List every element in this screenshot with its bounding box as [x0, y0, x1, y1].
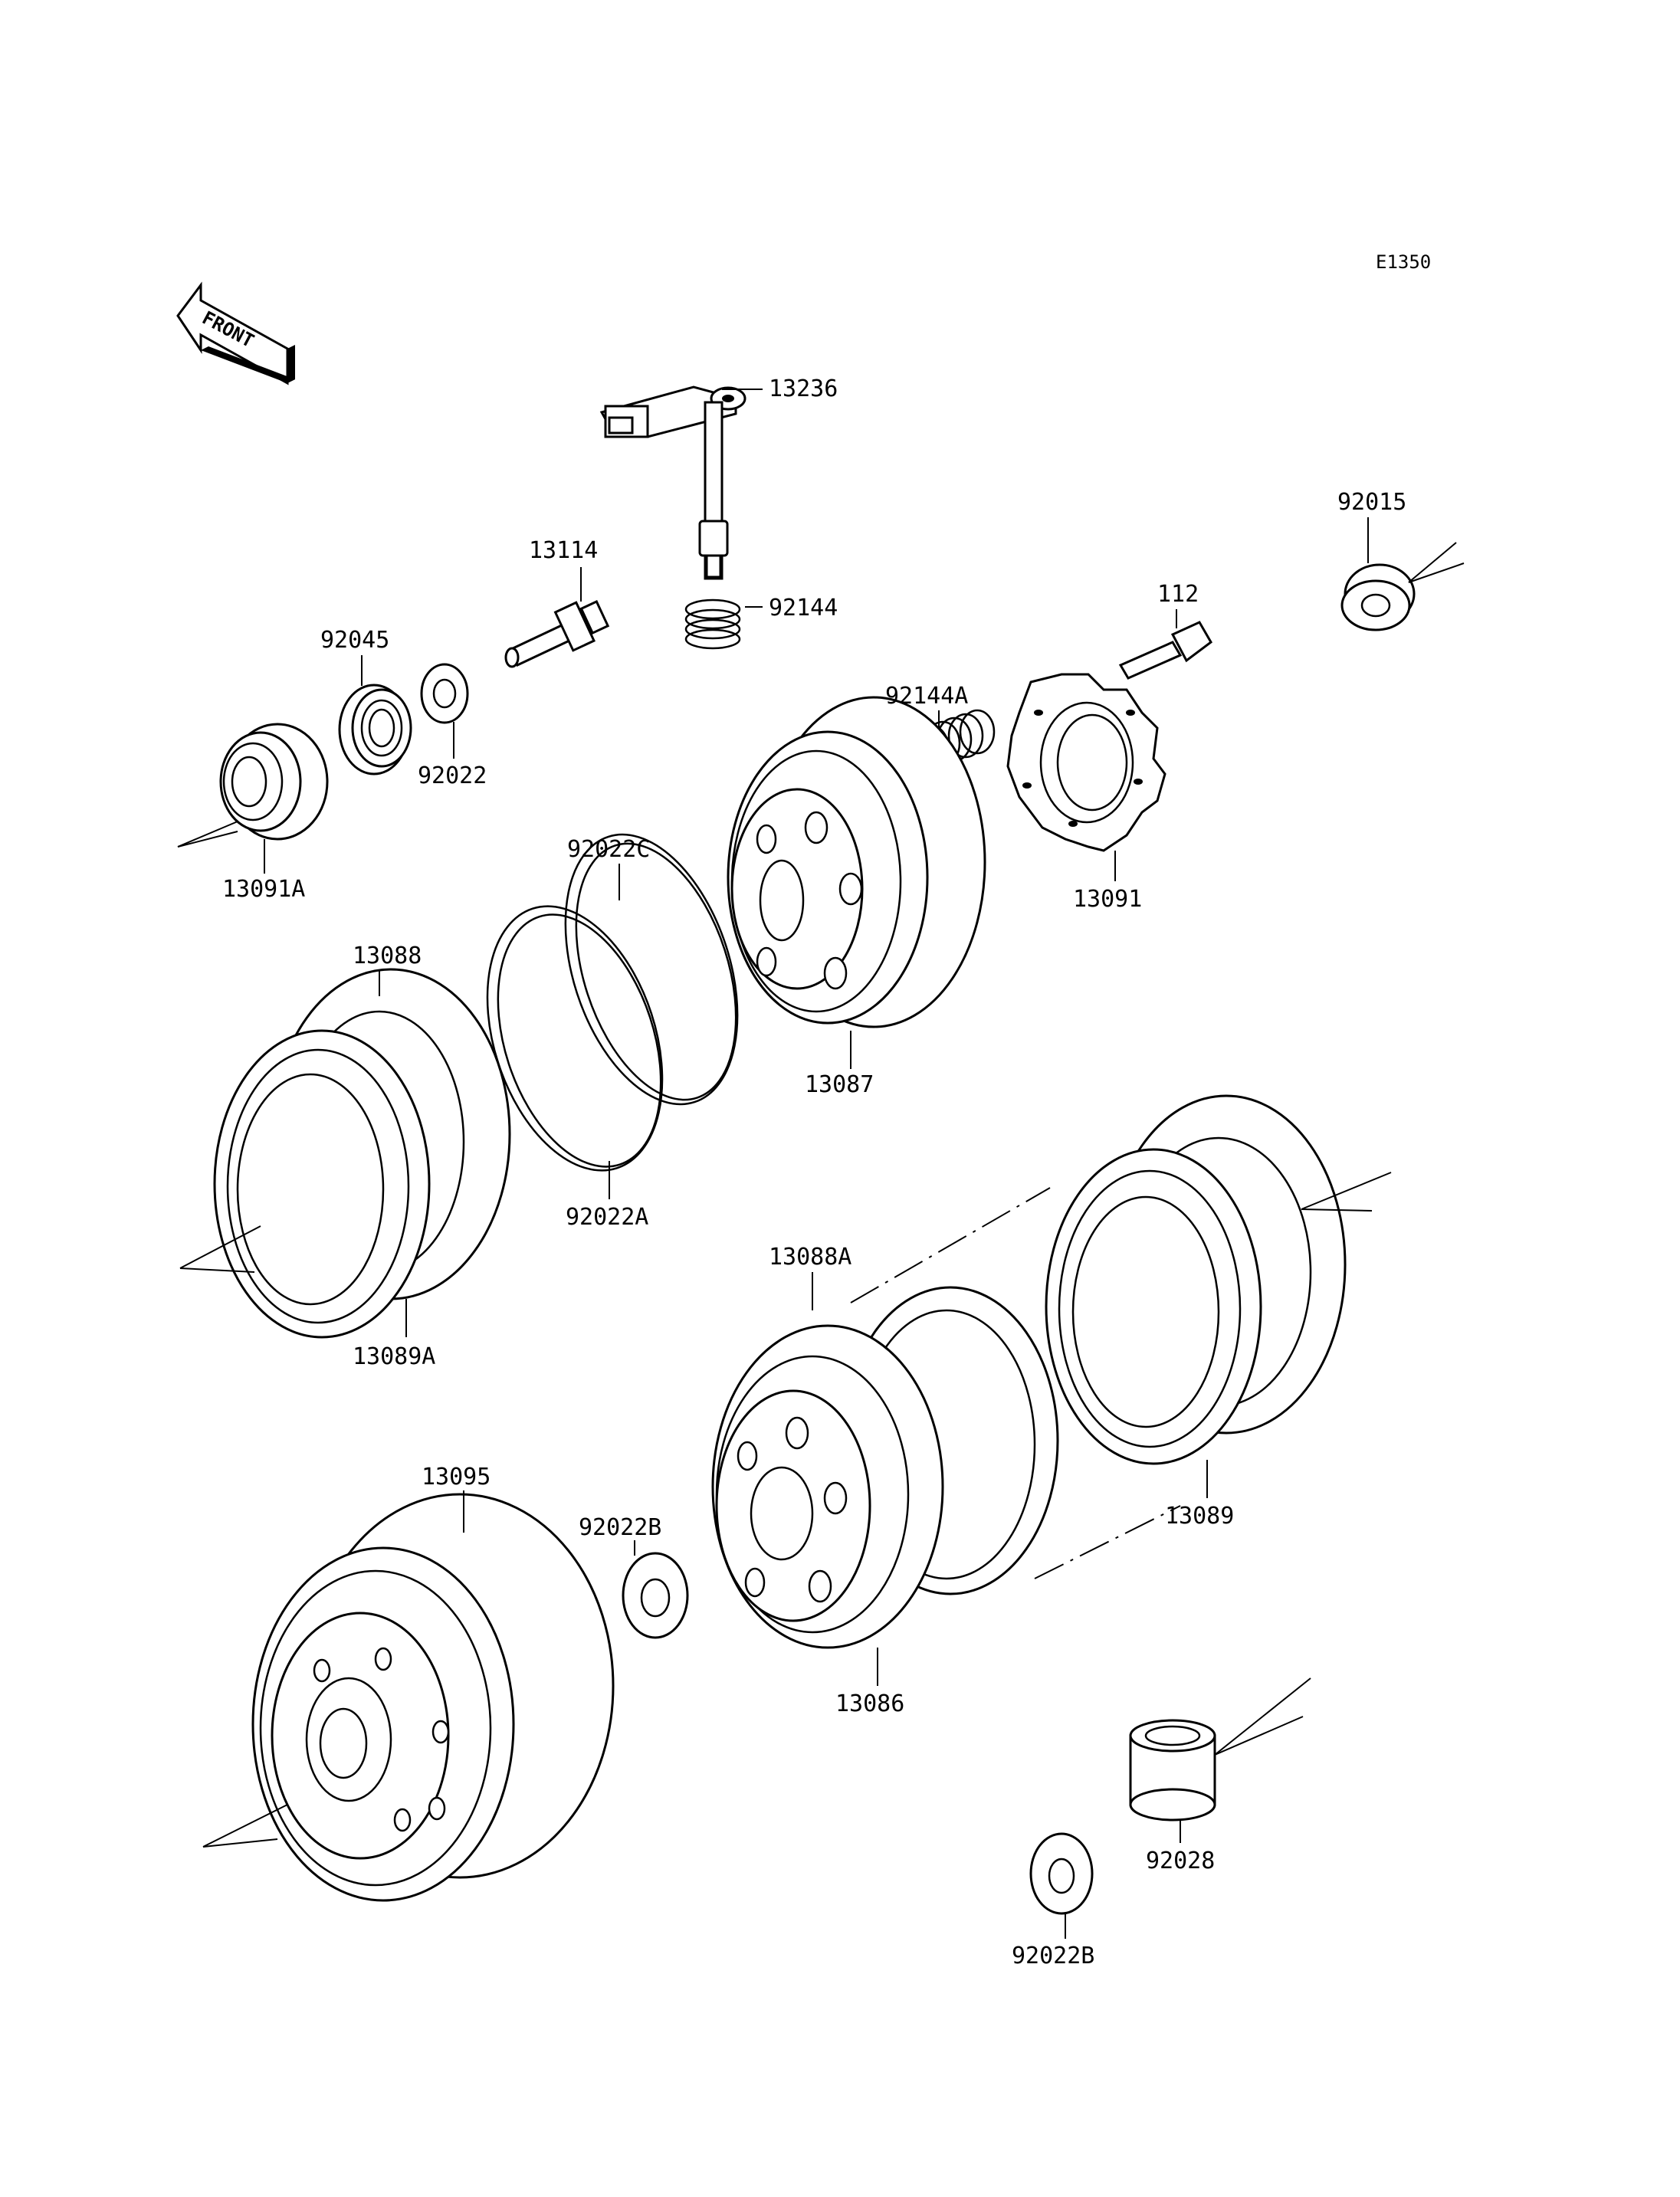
label-92022: 92022 — [418, 762, 487, 789]
label-112: 112 — [1157, 581, 1199, 608]
bolt-112 — [1118, 621, 1212, 680]
label-13086: 13086 — [835, 1690, 904, 1717]
bearing-92045 — [338, 684, 412, 776]
label-92144: 92144 — [769, 595, 838, 621]
label-13091: 13091 — [1073, 886, 1142, 913]
pressure-plate-13086 — [711, 1324, 944, 1649]
release-lever-13236 — [599, 385, 746, 580]
label-92015: 92015 — [1337, 489, 1406, 516]
friction-plate-13089A — [213, 1029, 431, 1339]
washer-92022 — [420, 663, 469, 724]
bushing-13091A — [219, 723, 329, 841]
nut-92015 — [1340, 563, 1416, 631]
label-13091A: 13091A — [222, 876, 305, 903]
washer-92022B-lower — [1029, 1832, 1094, 1915]
label-13088A: 13088A — [769, 1244, 851, 1271]
push-rod-13114 — [504, 600, 610, 668]
spacer-92028 — [1129, 1719, 1216, 1822]
label-13095: 13095 — [422, 1464, 491, 1490]
label-13087: 13087 — [805, 1071, 874, 1098]
friction-plate-13089-front — [1045, 1148, 1262, 1465]
label-92022C: 92022C — [567, 836, 650, 863]
label-92022B-upper: 92022B — [579, 1514, 661, 1541]
clutch-hub-13087 — [727, 696, 986, 1028]
pressure-plate-13091 — [1006, 673, 1166, 852]
label-92028: 92028 — [1146, 1848, 1215, 1874]
label-13236: 13236 — [769, 375, 838, 402]
spring-92144 — [684, 598, 741, 650]
ring-92022C — [564, 833, 739, 1106]
label-92144A: 92144A — [885, 683, 968, 710]
label-13088: 13088 — [353, 943, 422, 969]
label-92045: 92045 — [320, 627, 389, 654]
label-13089A: 13089A — [353, 1343, 435, 1370]
label-92022B-lower: 92022B — [1012, 1943, 1094, 1969]
label-92022A: 92022A — [566, 1204, 648, 1231]
front-arrow-icon: FRONT — [176, 281, 295, 385]
diagram-code: E1350 — [1376, 251, 1431, 273]
washer-92022B-upper — [622, 1552, 689, 1639]
label-13114: 13114 — [529, 537, 598, 564]
clutch-housing-13095 — [251, 1493, 615, 1902]
label-13089: 13089 — [1165, 1503, 1234, 1530]
